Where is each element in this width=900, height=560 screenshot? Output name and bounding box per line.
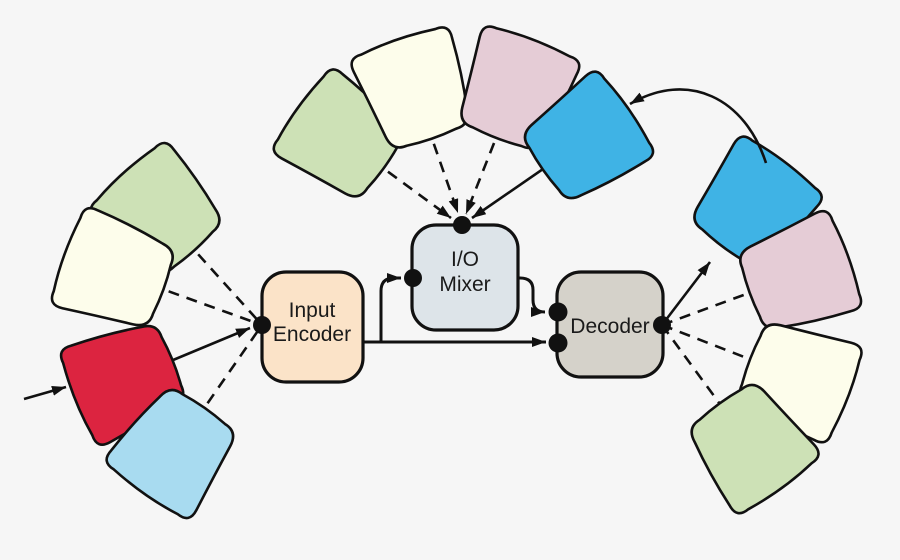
- input-encoder-label-line1: Input: [289, 299, 336, 322]
- input-encoder-label-line2: Encoder: [273, 323, 351, 346]
- mixer-to-decoder-line: [518, 276, 546, 317]
- io-mixer-label-line1: I/O: [451, 248, 479, 271]
- mixer-top-port-dot: [453, 216, 471, 234]
- node-labels: Input Encoder I/O Mixer Decoder: [273, 248, 650, 346]
- connection-ports: [253, 216, 671, 353]
- io-mixer-label-line2: Mixer: [439, 273, 490, 296]
- encoder-to-mixer-line: [379, 273, 401, 342]
- decoder-output-port-dot: [653, 316, 671, 334]
- overlay-arrows: [23, 88, 768, 401]
- decoder-to-blue-output-arrow: [660, 261, 712, 326]
- output-feedback-curved-arrow: [629, 88, 768, 164]
- node-routes: [362, 273, 546, 347]
- decoder-label: Decoder: [570, 315, 649, 338]
- external-input-arrow: [23, 385, 67, 401]
- mixer-left-port-dot: [404, 269, 422, 287]
- decoder-lower-port-dot: [548, 333, 568, 353]
- encoder-input-port-dot: [253, 316, 271, 334]
- process-nodes: [260, 223, 665, 384]
- decoder-upper-port-dot: [548, 302, 568, 322]
